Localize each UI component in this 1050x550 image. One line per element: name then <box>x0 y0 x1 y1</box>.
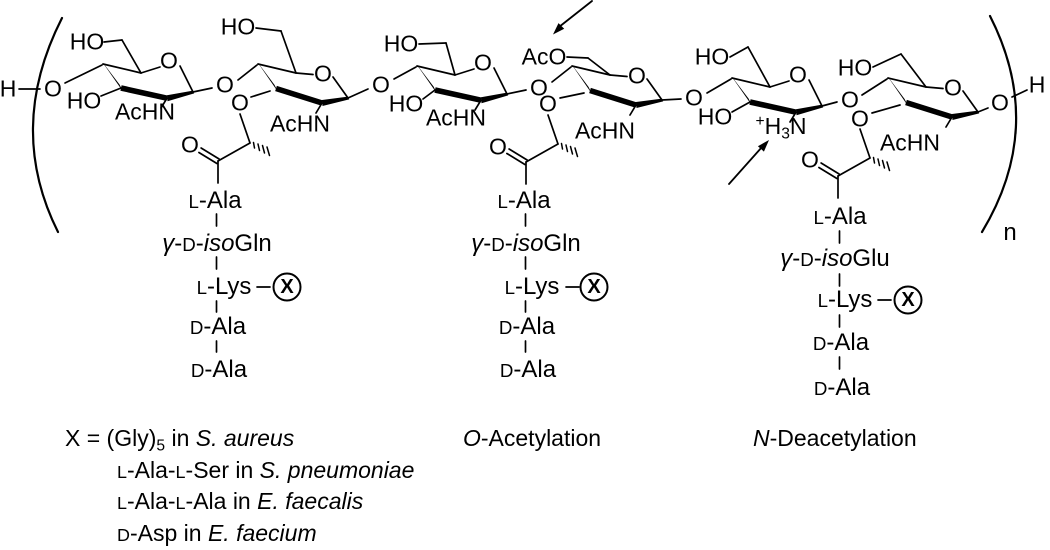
ring2-ring-oxygen: O <box>314 60 332 87</box>
right-terminal-o: O <box>991 89 1009 116</box>
ring1-c3-hydroxyl: HO <box>66 87 102 114</box>
chain3-residue-d-ala-1: D-Ala <box>812 329 870 356</box>
ring1-acetamido: AcHN <box>114 98 176 125</box>
o-acetylation-label: O-Acetylation <box>463 425 602 451</box>
ring4-ring-oxygen: O <box>628 62 646 89</box>
ring3-c6-hydroxyl: HO <box>383 30 419 57</box>
ring1-c6-hydroxyl: HO <box>69 28 105 55</box>
ring6-acetamido: AcHN <box>879 129 941 156</box>
legend-line-s-aureus: X = (Gly)5 in S. aureus <box>65 425 295 455</box>
ring2-acetamido: AcHN <box>269 110 331 137</box>
lactyl2-carbonyl-oxygen: O <box>489 133 507 160</box>
legend-line-e-faecium: D-Asp in E. faecium <box>117 520 317 546</box>
ring3-acetamido: AcHN <box>425 104 487 131</box>
ring6-lactyl-ether-oxygen: O <box>851 105 869 132</box>
ring5-c6-hydroxyl: HO <box>694 43 730 70</box>
chain3-residue-isoglu: γ-D-isoGlu <box>780 245 890 272</box>
lactyl1-carbonyl-oxygen: O <box>181 131 199 158</box>
chain1-residue-l-lys: L-Lys <box>196 273 252 300</box>
n-deacetylation-arrow <box>728 140 769 185</box>
ring1-ring-oxygen: O <box>160 47 178 74</box>
chain1-residue-d-ala-2: D-Ala <box>190 356 248 383</box>
legend-line-s-pneumoniae: L-Ala-L-Ser in S. pneumoniae <box>117 457 415 483</box>
chain1-residue-isogln: γ-D-isoGln <box>162 230 272 257</box>
ring2-c6-hydroxyl: HO <box>220 13 256 40</box>
glycosidic-oxygen-3: O <box>530 74 548 101</box>
chain1-residue-l-ala: L-Ala <box>188 187 242 214</box>
legend-line-e-faecalis: L-Ala-L-Ala in E. faecalis <box>117 488 364 514</box>
glycosidic-oxygen-5: O <box>841 86 859 113</box>
chain3-residue-l-ala: L-Ala <box>813 203 867 230</box>
ring6-c6-hydroxyl: HO <box>837 54 873 81</box>
chain2-residue-d-ala-1: D-Ala <box>498 313 556 340</box>
repeat-parentheses <box>31 14 1018 234</box>
chain2-residue-isogln: γ-D-isoGln <box>471 230 581 257</box>
ring4-c6-acetate: AcO <box>521 43 567 70</box>
chain3-residue-l-lys: L-Lys <box>817 286 873 313</box>
glycosidic-oxygen-1: O <box>216 71 234 98</box>
left-terminal-h: H <box>0 75 17 102</box>
chain1-x-branch-label: X <box>280 276 294 298</box>
ring6-ring-oxygen: O <box>944 74 962 101</box>
left-terminal-o: O <box>44 75 62 102</box>
c6-substituent-bonds <box>103 27 927 88</box>
repeat-subscript-n: n <box>1003 219 1017 246</box>
ring5-ring-oxygen: O <box>789 61 807 88</box>
backbone-glycosidic-bonds <box>18 64 1028 113</box>
lactyl3-carbonyl-oxygen: O <box>801 146 819 173</box>
x-branch-circles <box>272 272 923 315</box>
n-deacetylation-label: N-Deacetylation <box>753 425 917 451</box>
chain2-residue-d-ala-2: D-Ala <box>499 356 557 383</box>
ring3-ring-oxygen: O <box>474 49 492 76</box>
chain2-residue-l-ala: L-Ala <box>497 187 551 214</box>
modification-arrows <box>553 0 769 185</box>
ring4-lactyl-ether-oxygen: O <box>539 90 557 117</box>
chain1-residue-d-ala-1: D-Ala <box>189 313 247 340</box>
chain2-residue-l-lys: L-Lys <box>504 273 560 300</box>
chain2-x-branch-label: X <box>587 276 601 298</box>
ring4-acetamido: AcHN <box>574 117 636 144</box>
c3-substituent-bonds <box>100 87 901 114</box>
ring5-c3-hydroxyl: HO <box>697 103 733 130</box>
glycosidic-oxygen-4: O <box>685 84 703 111</box>
right-terminal-h: H <box>1028 71 1046 98</box>
ring3-c3-hydroxyl: HO <box>388 90 424 117</box>
ring5-ammonium-group: +H3N <box>755 112 807 143</box>
ring2-lactyl-ether-oxygen: O <box>231 89 249 116</box>
chain3-residue-d-ala-2: D-Ala <box>813 374 871 401</box>
chain3-x-branch-label: X <box>901 289 915 311</box>
peptide-chain-connectors <box>215 213 892 370</box>
glycosidic-oxygen-2: O <box>372 71 390 98</box>
o-acetylation-arrow <box>553 0 593 35</box>
